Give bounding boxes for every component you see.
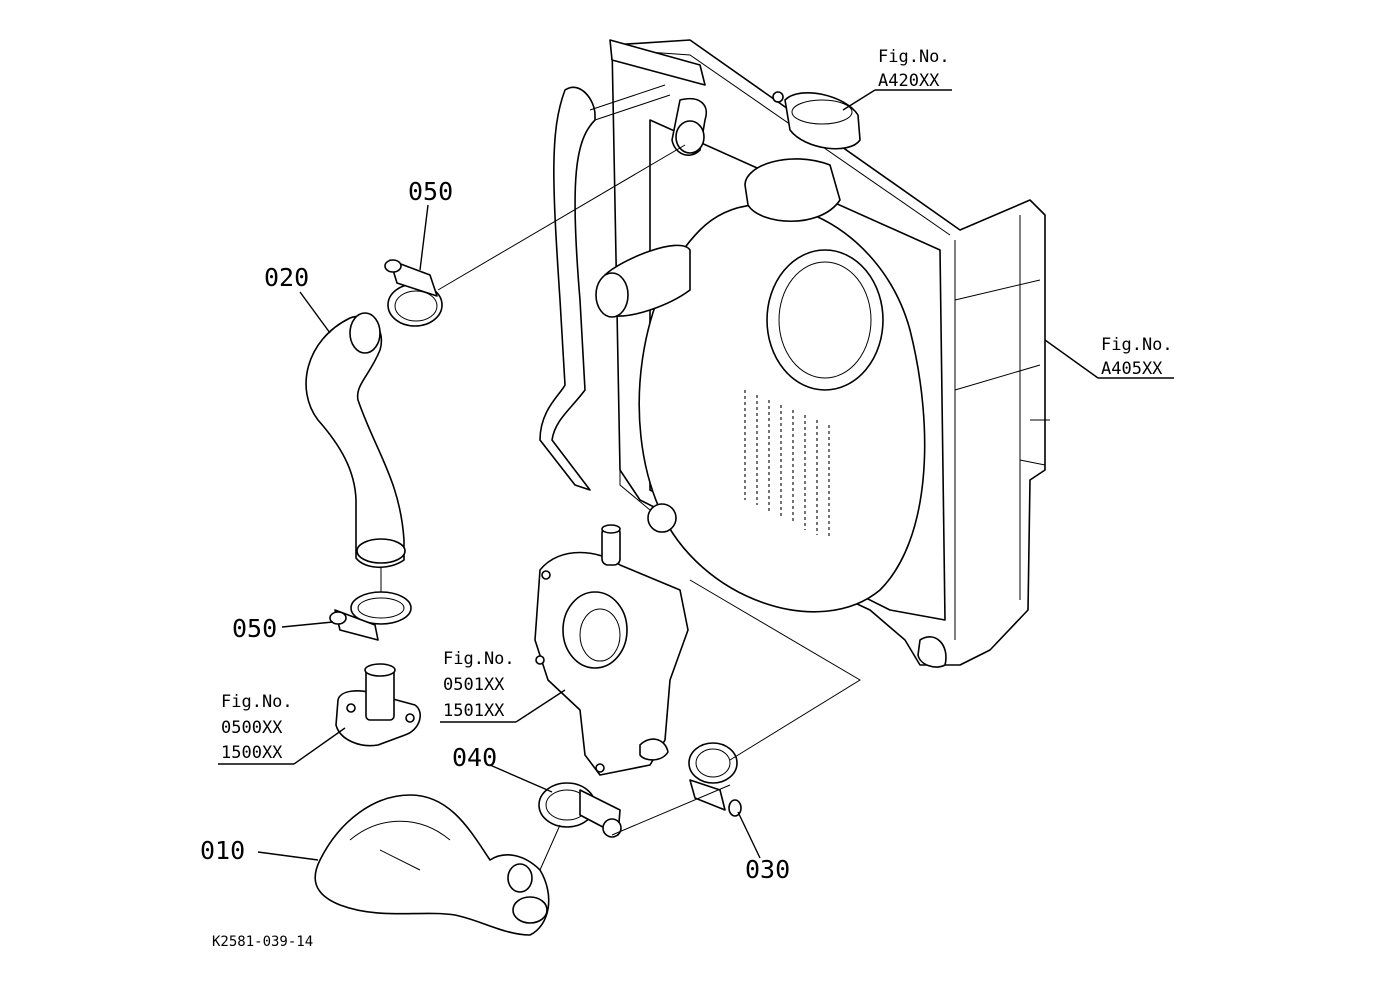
svg-text:1501XX: 1501XX [443,701,505,721]
svg-text:Fig.No.: Fig.No. [878,47,950,67]
callout-010: 010 [200,836,245,865]
svg-text:Fig.No.: Fig.No. [443,649,515,669]
thermostat-cover [335,663,421,747]
leader-lines [218,89,1174,871]
radiator-cap [772,91,861,150]
svg-text:Fig.No.: Fig.No. [221,692,293,712]
radiator-assembly [539,39,1050,668]
figref-a420: Fig.No. A420XX [878,47,950,91]
callout-050-lower: 050 [232,614,277,643]
svg-text:A405XX: A405XX [1101,359,1163,379]
callout-050-upper: 050 [408,177,453,206]
figref-0500: Fig.No. 0500XX 1500XX [221,692,293,763]
drawing-code: K2581-039-14 [212,934,313,950]
lower-hose [314,794,550,936]
figref-0501: Fig.No. 0501XX 1501XX [443,649,515,721]
figref-a405: Fig.No. A405XX [1101,335,1173,379]
hose-clamp-050-upper [384,259,443,327]
radiator-grille [744,390,830,538]
hose-clamp-030 [688,742,742,817]
svg-text:0501XX: 0501XX [443,675,505,695]
svg-text:Fig.No.: Fig.No. [1101,335,1173,355]
callout-040: 040 [452,743,497,772]
svg-text:A420XX: A420XX [878,71,940,91]
callout-020: 020 [264,263,309,292]
hose-clamp-050-lower [329,591,412,641]
upper-hose [305,312,406,569]
svg-text:1500XX: 1500XX [221,743,283,763]
water-pump-flange [534,524,689,776]
svg-text:0500XX: 0500XX [221,718,283,738]
callout-030: 030 [745,855,790,884]
hose-clamp-040 [538,782,622,838]
